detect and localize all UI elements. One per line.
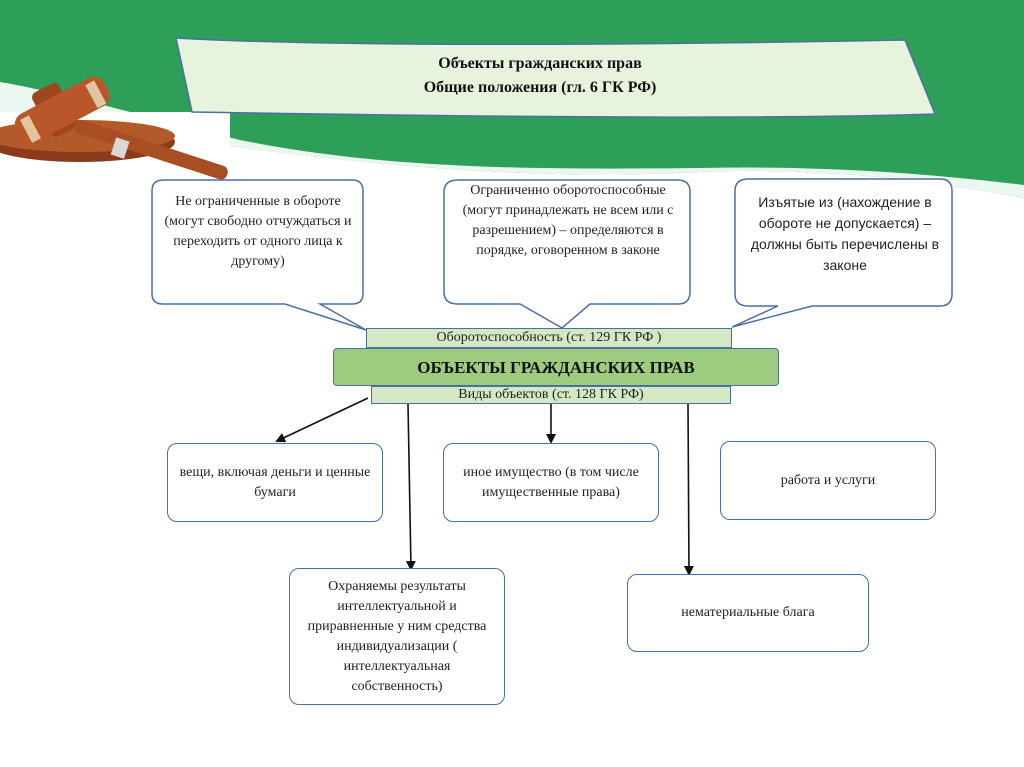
arrow-to-things [275,397,369,443]
type-work-services-text: работа и услуги [780,472,876,488]
type-intangible-text: нематериальные блага [681,605,815,620]
turnover-label: Оборотоспособность (ст. 129 ГК РФ ) [366,328,732,348]
gavel-icon [0,76,230,180]
page-title: Объекты гражданских прав Общие положения… [230,52,850,100]
type-box-work-services: работа и услуги [720,441,936,520]
type-things-text: вещи, включая деньги и ценные бумаги [179,464,371,500]
arrow-to-intangible [683,403,694,576]
type-box-other-property: иное имущество (в том числе имущественны… [443,443,659,522]
type-ip-text: Охраняемы результаты интеллектуальной и … [307,578,487,694]
callout-bubble-withdrawn [731,178,953,328]
arrow-to-ip [405,403,416,571]
callout-withdrawn-text: Изъятые из (нахождение в обороте не допу… [750,194,940,273]
title-line-2: Общие положения (гл. 6 ГК РФ) [423,79,657,96]
callout-restricted-text: Ограниченно оборотоспособные (могут прин… [462,183,674,258]
type-box-intangible: нематериальные блага [627,574,869,652]
central-title: ОБЪЕКТЫ ГРАЖДАНСКИХ ПРАВ [333,348,779,386]
white-sweep [0,82,1024,198]
callout-unrestricted-text: Не ограниченные в обороте (могут свободн… [164,194,352,269]
type-other-property-text: иное имущество (в том числе имущественны… [463,464,639,500]
title-banner [175,37,937,118]
title-line-1: Объекты гражданских прав [438,55,642,72]
type-box-ip: Охраняемы результаты интеллектуальной и … [289,568,505,705]
type-box-things: вещи, включая деньги и ценные бумаги [167,443,383,522]
callout-bubble-restricted [443,179,691,329]
types-label: Виды объектов (ст. 128 ГК РФ) [371,386,731,404]
